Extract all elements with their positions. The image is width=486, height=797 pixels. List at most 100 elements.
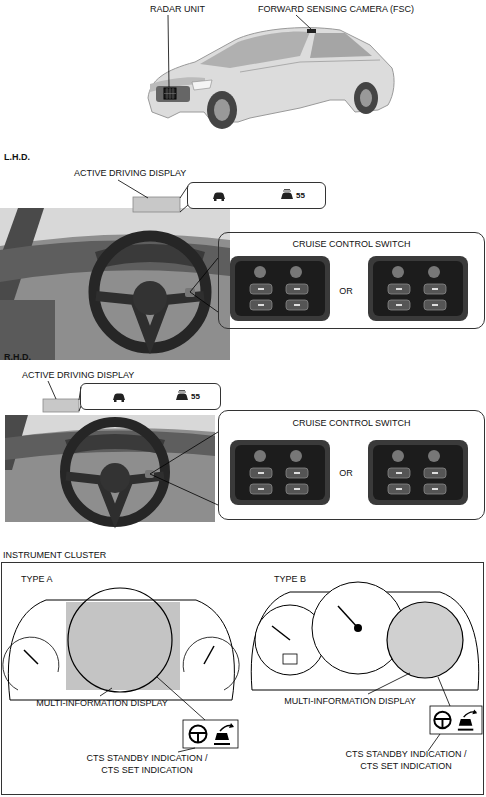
radar-unit bbox=[164, 88, 176, 99]
part-label: RADAR UNIT bbox=[150, 3, 230, 15]
leader-line bbox=[48, 381, 56, 399]
radar-unit bbox=[164, 88, 176, 99]
cockpit-photo bbox=[65, 422, 165, 522]
leader-line bbox=[368, 673, 410, 694]
leader-line bbox=[296, 15, 311, 29]
instrument-cluster-type-a bbox=[24, 650, 38, 664]
speed-value: 55 bbox=[191, 391, 215, 403]
display-icon bbox=[113, 394, 125, 403]
leader-line bbox=[180, 205, 188, 212]
part-label: MULTI-INFORMATION DISPLAY bbox=[275, 695, 425, 707]
callout-heading: CRUISE CONTROL SWITCH bbox=[219, 238, 484, 250]
active-driving-display-location bbox=[43, 399, 79, 412]
instrument-cluster-type-b bbox=[430, 706, 482, 734]
variant-label: TYPE B bbox=[274, 573, 354, 585]
cockpit-photo bbox=[145, 470, 154, 478]
instrument-cluster-type-b bbox=[272, 626, 290, 640]
indicator-label: CTS STANDBY INDICATION / CTS SET INDICAT… bbox=[339, 748, 473, 772]
active-driving-display-location bbox=[43, 399, 79, 412]
leader-line bbox=[368, 673, 450, 751]
vehicle-illustration bbox=[192, 80, 212, 90]
instrument-cluster-type-a bbox=[68, 588, 172, 692]
cruise-switch-photo bbox=[230, 256, 330, 321]
leader-line bbox=[428, 734, 440, 751]
vehicle-illustration bbox=[354, 82, 378, 114]
instrument-cluster-frame: INSTRUMENT CLUSTERTYPE ATYPE BMULTI-INFO… bbox=[1, 562, 484, 795]
vehicle-illustration bbox=[240, 60, 380, 72]
leader-line bbox=[118, 180, 218, 312]
instrument-cluster-type-a bbox=[183, 720, 238, 748]
instrument-cluster-type-b bbox=[338, 606, 358, 628]
part-label: MULTI-INFORMATION DISPLAY bbox=[22, 697, 182, 709]
cockpit-photo bbox=[0, 300, 55, 360]
display-callout: 55 bbox=[80, 383, 221, 410]
instrument-cluster-type-b bbox=[283, 654, 297, 664]
display-icon bbox=[213, 193, 225, 202]
active-driving-display-location bbox=[133, 197, 180, 212]
instrument-cluster-type-b bbox=[251, 582, 482, 734]
vehicle-illustration bbox=[360, 89, 372, 107]
vehicle-illustration bbox=[200, 31, 310, 68]
leader-line bbox=[168, 15, 311, 87]
leader-line bbox=[168, 15, 169, 87]
drive-side-label: L.H.D. bbox=[4, 151, 64, 163]
leader-line bbox=[190, 258, 218, 292]
cruise-switch-photo bbox=[230, 440, 330, 505]
instrument-cluster-type-a bbox=[190, 723, 235, 744]
forward-sensing-camera bbox=[307, 29, 316, 33]
instrument-cluster-type-a bbox=[183, 637, 239, 690]
cruise-switch-photo bbox=[230, 256, 468, 321]
leader-line bbox=[118, 180, 148, 198]
switch-callout: CRUISE CONTROL SWITCH OR bbox=[218, 232, 485, 329]
cockpit-photo bbox=[5, 415, 215, 522]
part-label: ACTIVE DRIVING DISPLAY bbox=[74, 167, 224, 179]
instrument-cluster-type-b bbox=[354, 624, 362, 632]
part-label: FORWARD SENSING CAMERA (FSC) bbox=[258, 3, 458, 15]
leader-line bbox=[100, 677, 205, 752]
forward-sensing-camera bbox=[307, 29, 316, 33]
cockpit-photo bbox=[5, 415, 215, 522]
cockpit-photo bbox=[0, 208, 230, 360]
indicator-label: CTS STANDBY INDICATION / CTS SET INDICAT… bbox=[80, 752, 214, 776]
cockpit-photo bbox=[5, 430, 215, 460]
instrument-cluster-type-a bbox=[8, 600, 234, 700]
drive-side-label: R.H.D. bbox=[4, 351, 64, 363]
leader-line bbox=[178, 748, 195, 752]
leader-line bbox=[190, 292, 218, 312]
cockpit-photo bbox=[0, 208, 230, 360]
leader-line bbox=[48, 381, 218, 505]
cockpit-photo bbox=[185, 288, 195, 297]
display-callout: 55 bbox=[187, 182, 326, 209]
switch-callout: CRUISE CONTROL SWITCH OR bbox=[218, 410, 485, 520]
leader-line bbox=[100, 688, 112, 696]
vehicle-illustration bbox=[207, 91, 237, 129]
radar-unit bbox=[164, 88, 176, 99]
cockpit-photo bbox=[100, 463, 130, 493]
cruise-switch-photo bbox=[368, 256, 468, 321]
leader-line bbox=[438, 677, 450, 706]
vehicle-illustration bbox=[310, 33, 372, 58]
display-icon bbox=[281, 190, 293, 200]
instrument-cluster-type-a bbox=[3, 588, 239, 748]
callout-heading: CRUISE CONTROL SWITCH bbox=[219, 417, 484, 429]
cruise-switch-photo bbox=[230, 440, 468, 505]
alternative-word: OR bbox=[331, 285, 361, 297]
alternative-word: OR bbox=[331, 467, 361, 479]
instrument-cluster-type-b bbox=[434, 709, 477, 729]
cockpit-photo bbox=[94, 236, 206, 348]
display-icon bbox=[213, 190, 293, 202]
vehicle-illustration bbox=[148, 28, 394, 122]
instrument-cluster-type-b bbox=[387, 602, 463, 678]
display-icon bbox=[113, 391, 188, 403]
instrument-cluster-type-a bbox=[3, 637, 59, 690]
speed-value: 55 bbox=[296, 190, 320, 202]
leader-line bbox=[150, 432, 218, 474]
part-label: ACTIVE DRIVING DISPLAY bbox=[22, 369, 172, 381]
vehicle-illustration bbox=[156, 86, 190, 102]
instrument-cluster-type-a bbox=[204, 646, 214, 664]
vehicle-illustration bbox=[148, 28, 394, 129]
display-icon bbox=[176, 391, 188, 401]
